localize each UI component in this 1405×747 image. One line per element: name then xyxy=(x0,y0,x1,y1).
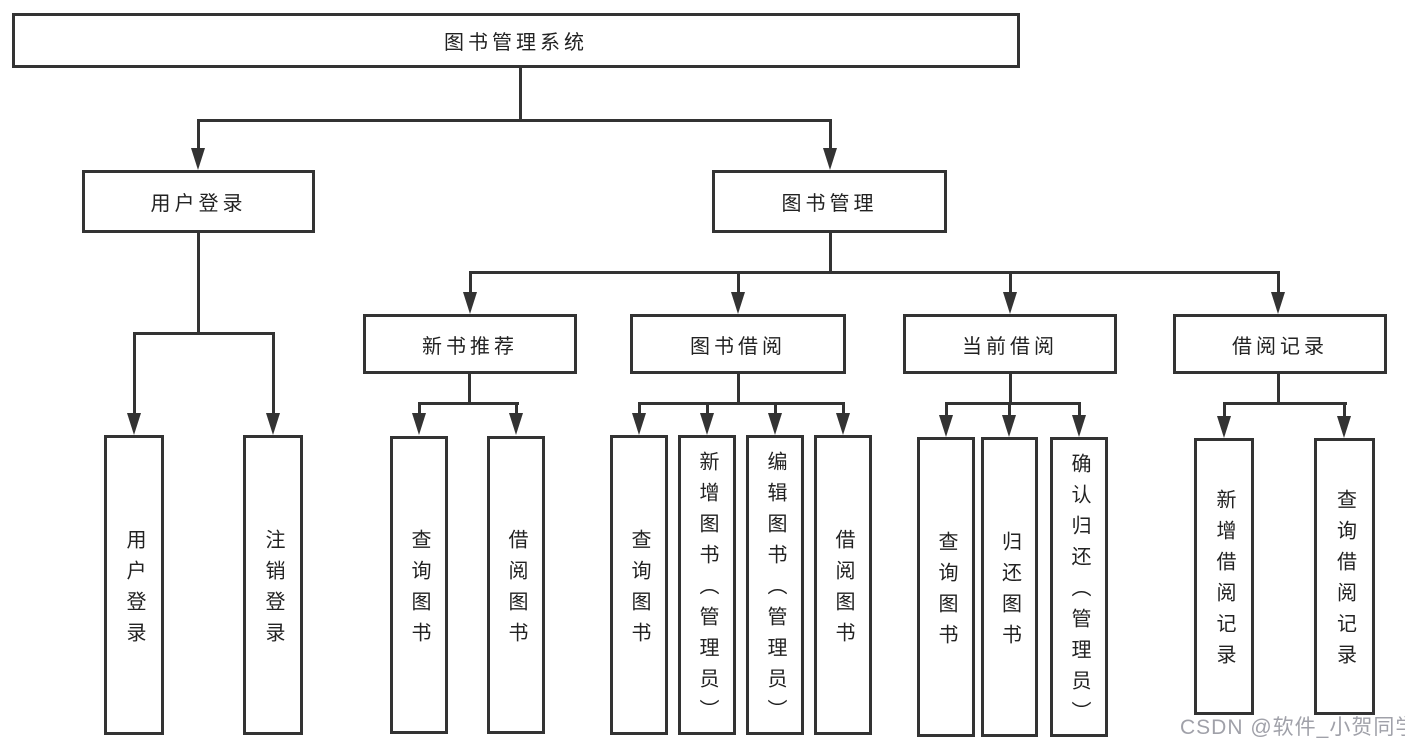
leaf-user-login: 用户登录 xyxy=(104,435,164,735)
node-label: 当前借阅 xyxy=(962,335,1058,358)
leaf-return-books: 归还图书 xyxy=(981,437,1038,737)
leaf-logout: 注销登录 xyxy=(243,435,303,735)
csdn-watermark: CSDN @软件_小贺同学 xyxy=(1180,716,1405,739)
arrow-down-icon xyxy=(127,413,141,435)
node-label: 新增借阅记录 xyxy=(1213,489,1235,675)
connector-line xyxy=(829,232,832,274)
node-book-borrowing: 图书借阅 xyxy=(630,314,846,374)
arrow-down-icon xyxy=(823,148,837,170)
node-label: 查询借阅记录 xyxy=(1333,489,1356,675)
connector-line xyxy=(1277,373,1280,405)
arrow-down-icon xyxy=(266,413,280,435)
leaf-query-books: 查询图书 xyxy=(917,437,975,737)
node-label: 用户登录 xyxy=(150,193,247,215)
connector-line xyxy=(706,402,709,414)
node-label: 图书管理系统 xyxy=(444,32,588,54)
connector-line xyxy=(272,332,275,414)
node-label: 新书推荐 xyxy=(422,335,518,358)
node-label: 归还图书 xyxy=(998,530,1021,655)
connector-line xyxy=(469,271,1280,274)
node-label: 图书借阅 xyxy=(690,335,786,358)
connector-line xyxy=(638,402,641,414)
connector-line xyxy=(737,271,740,293)
connector-line xyxy=(197,119,832,122)
connector-line xyxy=(1078,402,1081,416)
node-label: 新增图书（管理员） xyxy=(696,451,718,730)
leaf-add-borrow-record: 新增借阅记录 xyxy=(1194,438,1254,715)
connector-line xyxy=(1277,271,1280,293)
arrow-down-icon xyxy=(1337,416,1351,438)
arrow-down-icon xyxy=(509,413,523,435)
node-label: 编辑图书（管理员） xyxy=(764,451,786,730)
connector-line xyxy=(945,402,1081,405)
arrow-down-icon xyxy=(768,413,782,435)
node-label: 借阅记录 xyxy=(1232,335,1328,358)
arrow-down-icon xyxy=(700,413,714,435)
arrow-down-icon xyxy=(1002,415,1016,437)
arrow-down-icon xyxy=(1217,416,1231,438)
node-label: 图书管理 xyxy=(781,193,878,215)
connector-line xyxy=(1223,402,1226,417)
arrow-down-icon xyxy=(1003,292,1017,314)
node-current-borrowing: 当前借阅 xyxy=(903,314,1117,374)
arrow-down-icon xyxy=(191,148,205,170)
leaf-add-books-admin: 新增图书（管理员） xyxy=(678,435,736,735)
connector-line xyxy=(519,66,522,120)
arrow-down-icon xyxy=(731,292,745,314)
node-label: 注销登录 xyxy=(262,528,284,653)
connector-line xyxy=(638,402,845,405)
arrow-down-icon xyxy=(463,292,477,314)
node-label: 查询图书 xyxy=(628,528,650,653)
node-label: 用户登录 xyxy=(123,528,145,653)
connector-line xyxy=(1009,271,1012,293)
connector-line xyxy=(1008,402,1011,416)
node-label: 借阅图书 xyxy=(832,528,854,653)
connector-line xyxy=(1009,373,1012,405)
connector-line xyxy=(774,402,777,414)
arrow-down-icon xyxy=(632,413,646,435)
connector-line xyxy=(515,402,518,414)
connector-line xyxy=(1343,402,1346,417)
leaf-query-books: 查询图书 xyxy=(610,435,668,735)
arrow-down-icon xyxy=(939,415,953,437)
connector-line xyxy=(418,402,421,414)
connector-line xyxy=(945,402,948,416)
leaf-borrow-books: 借阅图书 xyxy=(814,435,872,735)
node-label: 查询图书 xyxy=(408,528,430,653)
node-library-management-system: 图书管理系统 xyxy=(12,13,1020,68)
arrow-down-icon xyxy=(1271,292,1285,314)
connector-line xyxy=(737,373,740,405)
connector-line xyxy=(133,332,136,414)
connector-line xyxy=(842,402,845,414)
connector-line xyxy=(418,402,519,405)
node-label: 查询图书 xyxy=(935,530,957,655)
leaf-query-borrow-record: 查询借阅记录 xyxy=(1314,438,1375,715)
arrow-down-icon xyxy=(412,413,426,435)
leaf-confirm-return-admin: 确认归还（管理员） xyxy=(1050,437,1108,737)
connector-line xyxy=(197,232,200,335)
node-label: 借阅图书 xyxy=(505,528,527,653)
arrow-down-icon xyxy=(836,413,850,435)
node-borrowing-records: 借阅记录 xyxy=(1173,314,1387,374)
node-user-login: 用户登录 xyxy=(82,170,315,233)
connector-line xyxy=(469,271,472,293)
node-new-book-recommend: 新书推荐 xyxy=(363,314,577,374)
arrow-down-icon xyxy=(1072,415,1086,437)
leaf-query-books: 查询图书 xyxy=(390,436,448,734)
connector-line xyxy=(468,373,471,405)
leaf-borrow-books: 借阅图书 xyxy=(487,436,545,734)
node-label: 确认归还（管理员） xyxy=(1068,453,1090,732)
connector-line xyxy=(133,332,275,335)
connector-line xyxy=(829,119,832,152)
node-book-management: 图书管理 xyxy=(712,170,947,233)
leaf-edit-books-admin: 编辑图书（管理员） xyxy=(746,435,804,735)
connector-line xyxy=(1223,402,1347,405)
connector-line xyxy=(197,119,200,152)
